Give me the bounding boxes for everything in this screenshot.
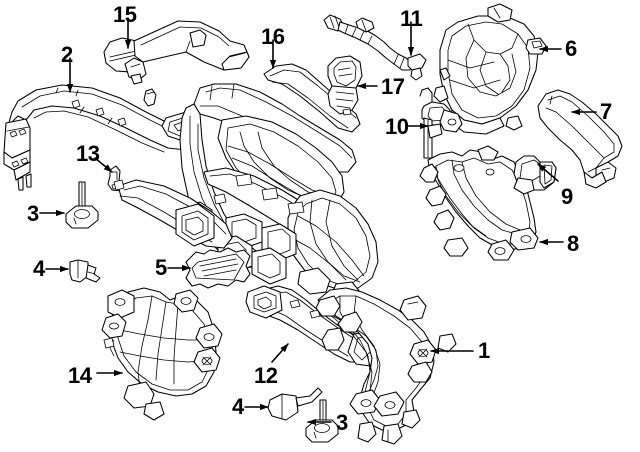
part-17-shape [327, 55, 363, 116]
callout-leader-lines [39, 17, 597, 426]
center-lower-duct-shape [113, 179, 233, 249]
part-1-shape [315, 287, 457, 445]
part-8-shape [419, 145, 539, 261]
part-4b-shape [267, 387, 323, 421]
part-5-shape [185, 247, 251, 289]
callout-number-8: 8 [567, 231, 579, 256]
callout-number-3: 3 [27, 201, 39, 226]
callout-number-10: 10 [385, 114, 409, 139]
callout-number-4: 4 [33, 256, 45, 281]
callout-number-3: 3 [336, 410, 348, 435]
callout-number-14: 14 [68, 363, 92, 388]
callout-number-9: 9 [561, 184, 573, 209]
part-15-shape [103, 20, 250, 85]
part-14-shape [101, 287, 223, 421]
callout-number-12: 12 [254, 363, 278, 388]
callout-number-13: 13 [76, 141, 100, 166]
callout-number-6: 6 [565, 36, 577, 61]
callout-number-2: 2 [61, 42, 73, 67]
part-6-shape [423, 3, 547, 135]
callout-number-17: 17 [381, 74, 405, 99]
callout-arrow-13 [94, 157, 113, 173]
part-7-shape [537, 89, 623, 189]
part-2-shape [3, 84, 199, 191]
callout-number-15: 15 [113, 2, 137, 27]
callout-number-5: 5 [155, 255, 167, 280]
callout-arrow-12 [271, 343, 289, 363]
callout-number-1: 1 [478, 338, 490, 363]
callout-arrow-9 [537, 163, 559, 182]
part-4a-shape [69, 259, 101, 283]
callout-number-16: 16 [261, 24, 285, 49]
part-9-shape [513, 155, 557, 195]
callout-number-7: 7 [600, 99, 612, 124]
callout-number-4: 4 [232, 394, 244, 419]
part-11-shape [323, 14, 427, 81]
part-3b-shape [305, 399, 339, 443]
callout-number-11: 11 [400, 6, 423, 31]
main-hvac-assembly [179, 83, 379, 303]
part-3a-shape [65, 181, 99, 229]
